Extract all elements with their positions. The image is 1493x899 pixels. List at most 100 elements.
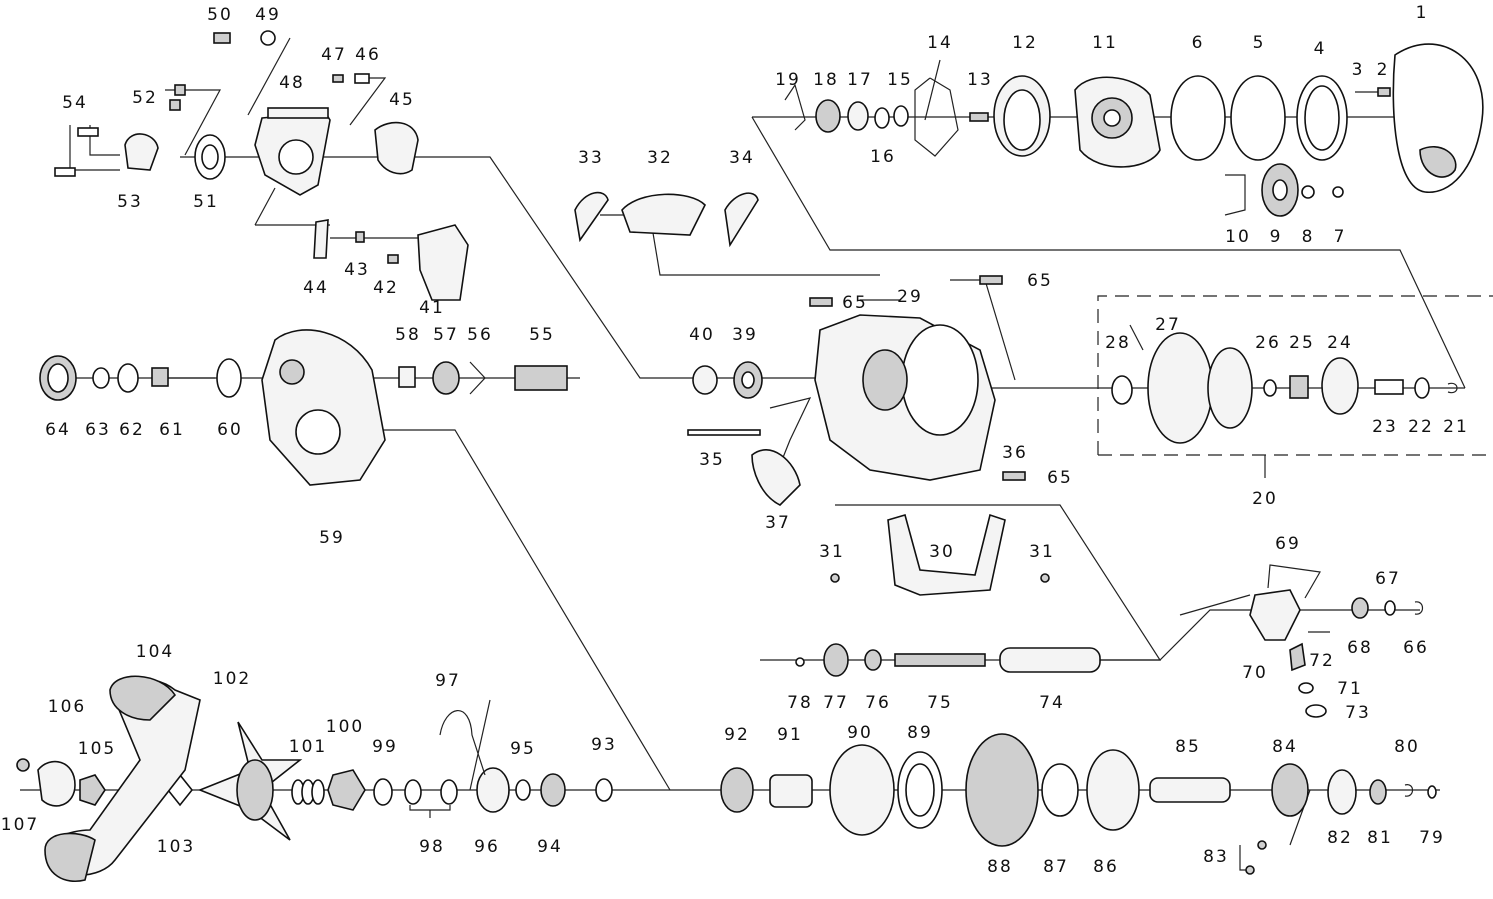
label-46: 46 bbox=[355, 45, 381, 65]
label-49: 49 bbox=[255, 5, 281, 25]
label-61: 61 bbox=[159, 420, 185, 440]
label-20: 20 bbox=[1252, 489, 1278, 509]
label-87: 87 bbox=[1043, 857, 1069, 877]
label-3: 3 bbox=[1352, 60, 1365, 80]
label-57: 57 bbox=[433, 325, 459, 345]
label-85: 85 bbox=[1175, 737, 1201, 757]
label-14: 14 bbox=[927, 33, 953, 53]
label-90: 90 bbox=[847, 723, 873, 743]
label-6: 6 bbox=[1192, 33, 1205, 53]
label-19: 19 bbox=[775, 70, 801, 90]
label-95: 95 bbox=[510, 739, 536, 759]
label-8: 8 bbox=[1302, 227, 1315, 247]
part-number-labels: 1 2 3 4 5 6 7 8 9 10 11 12 13 14 15 16 1… bbox=[1, 3, 1469, 877]
label-81: 81 bbox=[1367, 828, 1393, 848]
label-54: 54 bbox=[62, 93, 88, 113]
label-97: 97 bbox=[435, 671, 461, 691]
label-105: 105 bbox=[78, 739, 116, 759]
label-103: 103 bbox=[157, 837, 195, 857]
label-73: 73 bbox=[1345, 703, 1371, 723]
label-30: 30 bbox=[929, 542, 955, 562]
label-55: 55 bbox=[529, 325, 555, 345]
label-45: 45 bbox=[389, 90, 415, 110]
label-107: 107 bbox=[1, 815, 39, 835]
label-26: 26 bbox=[1255, 333, 1281, 353]
label-72: 72 bbox=[1309, 651, 1335, 671]
label-13: 13 bbox=[967, 70, 993, 90]
label-91: 91 bbox=[777, 725, 803, 745]
label-68: 68 bbox=[1347, 638, 1373, 658]
label-94: 94 bbox=[537, 837, 563, 857]
label-65-a: 65 bbox=[1027, 271, 1053, 291]
label-56: 56 bbox=[467, 325, 493, 345]
label-51: 51 bbox=[193, 192, 219, 212]
label-34: 34 bbox=[729, 148, 755, 168]
label-47: 47 bbox=[321, 45, 347, 65]
label-69: 69 bbox=[1275, 534, 1301, 554]
label-82: 82 bbox=[1327, 828, 1353, 848]
label-62: 62 bbox=[119, 420, 145, 440]
label-15: 15 bbox=[887, 70, 913, 90]
label-2: 2 bbox=[1377, 60, 1390, 80]
label-93: 93 bbox=[591, 735, 617, 755]
label-63: 63 bbox=[85, 420, 111, 440]
label-74: 74 bbox=[1039, 693, 1065, 713]
label-59: 59 bbox=[319, 528, 345, 548]
label-64: 64 bbox=[45, 420, 71, 440]
label-83: 83 bbox=[1203, 847, 1229, 867]
label-12: 12 bbox=[1012, 33, 1038, 53]
label-23: 23 bbox=[1372, 417, 1398, 437]
label-53: 53 bbox=[117, 192, 143, 212]
label-42: 42 bbox=[373, 278, 399, 298]
label-5: 5 bbox=[1253, 33, 1266, 53]
label-60: 60 bbox=[217, 420, 243, 440]
label-28: 28 bbox=[1105, 333, 1131, 353]
label-78: 78 bbox=[787, 693, 813, 713]
label-18: 18 bbox=[813, 70, 839, 90]
label-80: 80 bbox=[1394, 737, 1420, 757]
label-67: 67 bbox=[1375, 569, 1401, 589]
label-7: 7 bbox=[1334, 227, 1347, 247]
label-17: 17 bbox=[847, 70, 873, 90]
label-41: 41 bbox=[419, 298, 445, 318]
label-37: 37 bbox=[765, 513, 791, 533]
label-24: 24 bbox=[1327, 333, 1353, 353]
label-106: 106 bbox=[48, 697, 86, 717]
label-104: 104 bbox=[136, 642, 174, 662]
label-77: 77 bbox=[823, 693, 849, 713]
label-99: 99 bbox=[372, 737, 398, 757]
label-58: 58 bbox=[395, 325, 421, 345]
label-70: 70 bbox=[1242, 663, 1268, 683]
label-96: 96 bbox=[474, 837, 500, 857]
label-48: 48 bbox=[279, 73, 305, 93]
label-27: 27 bbox=[1155, 315, 1181, 335]
label-86: 86 bbox=[1093, 857, 1119, 877]
label-35: 35 bbox=[699, 450, 725, 470]
label-65-b: 65 bbox=[842, 293, 868, 313]
label-29: 29 bbox=[897, 287, 923, 307]
label-52: 52 bbox=[132, 88, 158, 108]
label-92: 92 bbox=[724, 725, 750, 745]
label-4: 4 bbox=[1314, 39, 1327, 59]
label-1: 1 bbox=[1416, 3, 1429, 23]
label-79: 79 bbox=[1419, 828, 1445, 848]
label-10: 10 bbox=[1225, 227, 1251, 247]
label-9: 9 bbox=[1270, 227, 1283, 247]
label-65-c: 65 bbox=[1047, 468, 1073, 488]
label-88: 88 bbox=[987, 857, 1013, 877]
label-21: 21 bbox=[1443, 417, 1469, 437]
label-75: 75 bbox=[927, 693, 953, 713]
label-84: 84 bbox=[1272, 737, 1298, 757]
label-31-right: 31 bbox=[1029, 542, 1055, 562]
label-16: 16 bbox=[870, 147, 896, 167]
label-33: 33 bbox=[578, 148, 604, 168]
label-39: 39 bbox=[732, 325, 758, 345]
label-71: 71 bbox=[1337, 679, 1363, 699]
label-66: 66 bbox=[1403, 638, 1429, 658]
label-89: 89 bbox=[907, 723, 933, 743]
label-36: 36 bbox=[1002, 443, 1028, 463]
label-25: 25 bbox=[1289, 333, 1315, 353]
label-50: 50 bbox=[207, 5, 233, 25]
label-102: 102 bbox=[213, 669, 251, 689]
